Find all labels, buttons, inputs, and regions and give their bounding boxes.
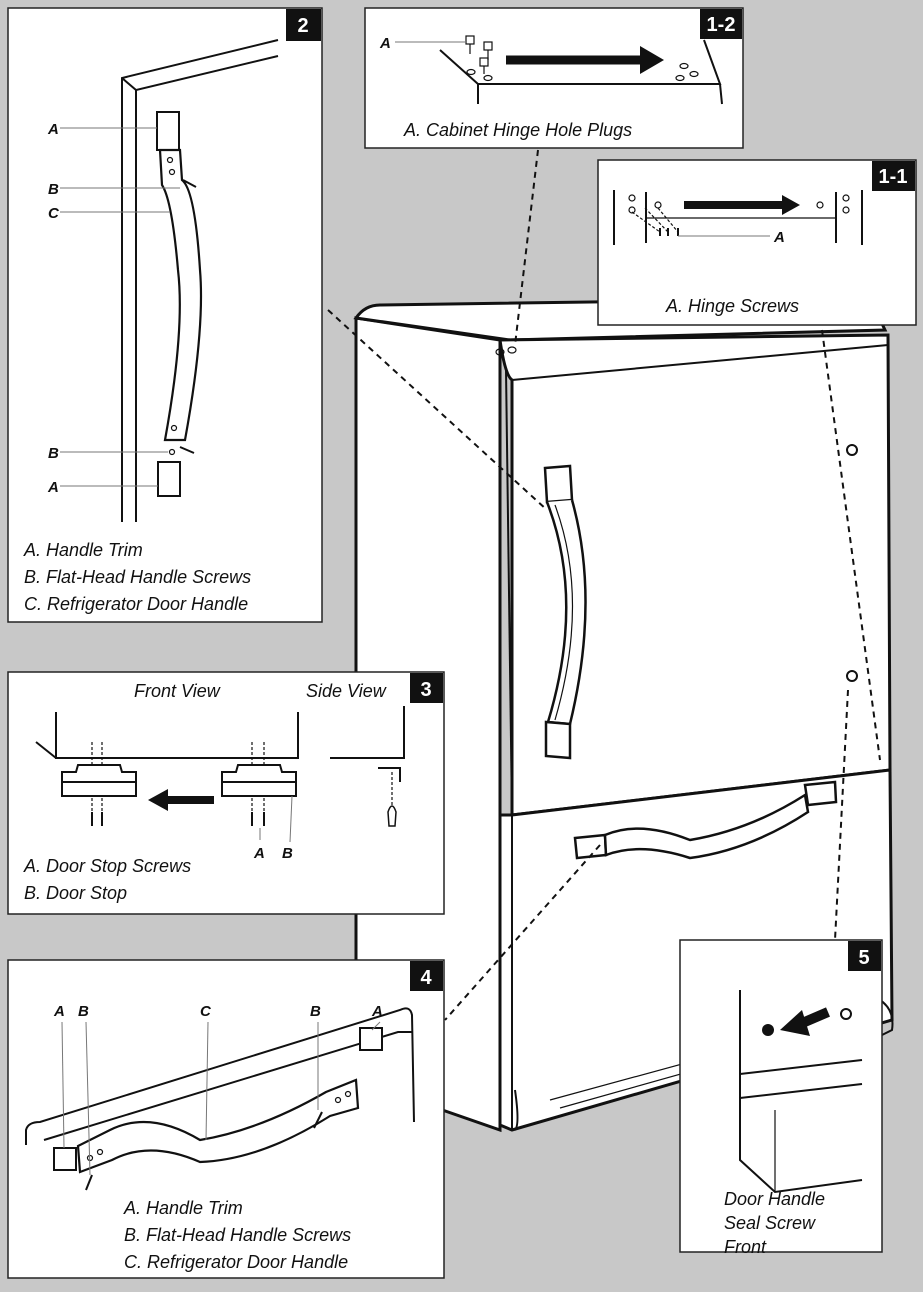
- key-a: A: [773, 229, 785, 246]
- key-a: A: [371, 1003, 383, 1020]
- key-b: B: [78, 1003, 89, 1020]
- handle-trim-bottom: [157, 461, 181, 497]
- panel-2-box: [7, 7, 323, 623]
- key-b: B: [48, 181, 59, 198]
- key-a: A: [379, 35, 391, 52]
- screw-icon: [659, 228, 679, 236]
- panel-1-2-badge: [700, 9, 742, 39]
- key-b: B: [282, 845, 293, 862]
- caption-line: B. Door Stop: [24, 883, 127, 903]
- key-a: A: [47, 479, 59, 496]
- caption-line: C. Refrigerator Door Handle: [124, 1252, 348, 1272]
- side-view-label: Side View: [306, 681, 387, 701]
- panel-4-badge-text: 4: [420, 967, 432, 989]
- caption-line: A. Handle Trim: [123, 1198, 243, 1218]
- panel-3: 3 Front View Side View A B A. Door Stop …: [7, 671, 445, 915]
- panel-2: 2 A B C B A A. Handle Trim B. Flat-Head …: [7, 7, 323, 623]
- key-a: A: [53, 1003, 65, 1020]
- panel-1-1-badge-text: 1-1: [879, 166, 908, 188]
- panel-5-badge: [848, 941, 881, 971]
- key-c: C: [200, 1003, 212, 1020]
- screw-icon: [179, 446, 195, 454]
- caption-line: Door Handle: [724, 1189, 825, 1209]
- key-b: B: [310, 1003, 321, 1020]
- key-a: A: [253, 845, 265, 862]
- screw-icon: [85, 1174, 93, 1191]
- panel-1-1-badge: [872, 161, 915, 191]
- panel-4: 4 A B C B A A. Handle Trim B. Flat-Head …: [7, 959, 445, 1279]
- upper-door-handle: [543, 464, 587, 760]
- key-a: A: [47, 121, 59, 138]
- key-c: C: [48, 205, 60, 222]
- panel-5: 5 Door Handle Seal Screw Front: [679, 939, 883, 1257]
- caption-line: Front: [724, 1237, 767, 1257]
- caption-line: A. Door Stop Screws: [23, 856, 191, 876]
- handle-body: [76, 1078, 360, 1174]
- panel-1-1: 1-1 A A. Hinge Screws: [597, 159, 917, 326]
- connector-lines: [327, 149, 881, 1021]
- caption-line: A. Cabinet Hinge Hole Plugs: [403, 120, 632, 140]
- caption-line: B. Flat-Head Handle Screws: [124, 1225, 351, 1245]
- screw-icon: [313, 1111, 323, 1129]
- panel-2-badge-text: 2: [297, 15, 308, 37]
- panel-1-2-badge-text: 1-2: [707, 14, 736, 36]
- screw-icon: [387, 805, 397, 827]
- lower-door-handle: [573, 780, 838, 860]
- seal-screw-hole: [762, 1024, 774, 1036]
- handle-body: [158, 148, 203, 442]
- caption-line: C. Refrigerator Door Handle: [24, 594, 248, 614]
- caption-line: Seal Screw: [724, 1213, 816, 1233]
- front-view-label: Front View: [134, 681, 221, 701]
- hinge-hole: [495, 348, 505, 356]
- panel-4-badge: [410, 961, 443, 991]
- key-b: B: [48, 445, 59, 462]
- handle-hole: [840, 1008, 852, 1020]
- panel-1-2-box: [364, 7, 744, 149]
- panel-1-2: 1-2 A A. Cabinet Hinge Hole Plugs: [364, 7, 744, 149]
- caption-line: A. Hinge Screws: [665, 296, 799, 316]
- caption-line: B. Flat-Head Handle Screws: [24, 567, 251, 587]
- caption-line: A. Handle Trim: [23, 540, 143, 560]
- panel-2-badge: [286, 9, 321, 41]
- hinge-hole: [507, 346, 517, 354]
- screw-icon: [91, 812, 103, 826]
- door-hole: [846, 670, 858, 682]
- handle-trim-right: [359, 1027, 383, 1051]
- screw-icon: [251, 812, 265, 826]
- panel-5-badge-text: 5: [858, 947, 869, 969]
- screw-icon: [182, 179, 197, 188]
- panel-3-badge-text: 3: [420, 679, 431, 701]
- panel-4-box: [7, 959, 445, 1279]
- door-hole: [846, 444, 858, 456]
- panel-3-badge: [410, 673, 443, 703]
- handle-trim-left: [53, 1147, 77, 1171]
- panel-5-box: [679, 939, 883, 1253]
- handle-trim-top: [156, 111, 180, 151]
- hinge-plug-icons: [465, 35, 699, 82]
